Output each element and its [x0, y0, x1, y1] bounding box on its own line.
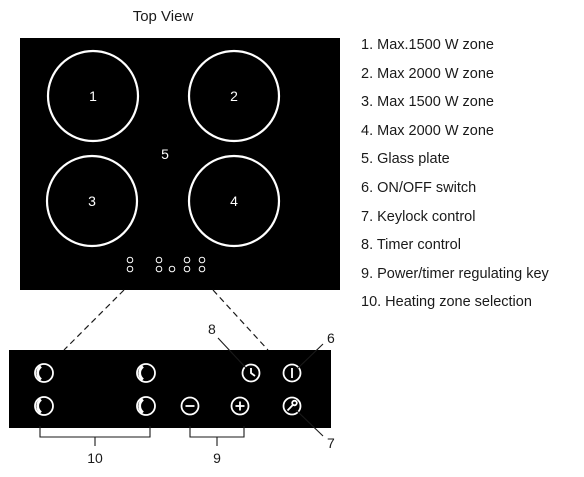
- callout-number-9: 9: [213, 450, 221, 466]
- mini-control-dot: [155, 265, 163, 273]
- diagram-title: Top View: [132, 8, 194, 25]
- legend-item: 9. Power/timer regulating key: [361, 265, 549, 282]
- heating-zone-3: 3: [45, 154, 139, 248]
- legend-item: 8. Timer control: [361, 237, 461, 254]
- mini-control-dot: [198, 256, 206, 264]
- legend-item: 7. Keylock control: [361, 208, 476, 225]
- legend-item: 2. Max 2000 W zone: [361, 65, 494, 82]
- mini-control-dot: [126, 265, 134, 273]
- clock-icon: [241, 363, 261, 383]
- mini-control-dot: [198, 265, 206, 273]
- callout-line-7: [295, 409, 324, 437]
- zone-number: 1: [89, 88, 97, 104]
- zone-number: 4: [230, 193, 238, 209]
- callout-number-6: 6: [327, 330, 335, 346]
- zone-select-crescent: [36, 398, 42, 414]
- callout-lines: [39, 337, 324, 446]
- keylock-key: [282, 396, 302, 416]
- key-icon-shaft: [286, 404, 294, 412]
- mini-control-panel: [126, 256, 206, 273]
- glass-plate: [20, 38, 340, 290]
- control-panel: [9, 350, 331, 428]
- legend-item: 4. Max 2000 W zone: [361, 122, 494, 139]
- callout-line-6: [296, 343, 324, 370]
- callout-number-8: 8: [208, 321, 216, 337]
- heating-zone-4: 4: [187, 154, 281, 248]
- callout-number-10: 10: [87, 450, 103, 466]
- minus-key: [180, 396, 200, 416]
- zone-select-key-1: [34, 363, 54, 383]
- zone-select-icon: [34, 363, 54, 383]
- callout-number-7: 7: [327, 435, 335, 451]
- zone-ring: [187, 49, 281, 143]
- zone-select-crescent: [138, 398, 144, 414]
- legend: 1. Max.1500 W zone 2. Max 2000 W zone 3.…: [361, 35, 549, 321]
- zone-ring: [45, 154, 139, 248]
- minus-icon: [180, 396, 200, 416]
- legend-item: 1. Max.1500 W zone: [361, 37, 494, 53]
- zone-ring: [46, 49, 140, 143]
- plus-key: [230, 396, 250, 416]
- mini-control-dot: [155, 256, 163, 264]
- zone-select-icon: [136, 363, 156, 383]
- plus-icon: [230, 396, 250, 416]
- zone-select-key-4: [136, 396, 156, 416]
- zone-select-key-3: [34, 396, 54, 416]
- zone-number: 3: [88, 193, 96, 209]
- legend-item: 3. Max 1500 W zone: [361, 94, 494, 111]
- zone-select-icon: [136, 396, 156, 416]
- mini-control-dot: [126, 256, 134, 264]
- zoom-line-left: [63, 289, 125, 351]
- heating-zone-1: 1: [46, 49, 140, 143]
- heating-zone-2: 2: [187, 49, 281, 143]
- callout-line-8: [217, 337, 247, 369]
- zone-select-icon: [34, 396, 54, 416]
- key-icon: [282, 396, 302, 416]
- key-icon-bow: [291, 399, 298, 407]
- on-off-key: [282, 363, 302, 383]
- mini-control-dot: [183, 265, 191, 273]
- clock-hands: [250, 368, 256, 377]
- timer-key: [241, 363, 261, 383]
- legend-item: 6. ON/OFF switch: [361, 179, 477, 196]
- zoom-line-right: [212, 289, 269, 351]
- zone-selection-keys: [34, 363, 156, 416]
- power-icon: [282, 363, 302, 383]
- legend-item: 5. Glass plate: [361, 151, 450, 168]
- zone-select-key-2: [136, 363, 156, 383]
- zone-number: 2: [230, 88, 238, 104]
- mini-control-dot: [168, 265, 176, 273]
- mini-control-dot: [183, 256, 191, 264]
- zone-ring: [187, 154, 281, 248]
- legend-item: 10. Heating zone selection: [361, 294, 532, 311]
- zone-select-crescent: [138, 365, 144, 381]
- glass-plate-number: 5: [161, 146, 169, 162]
- zone-select-crescent: [36, 365, 42, 381]
